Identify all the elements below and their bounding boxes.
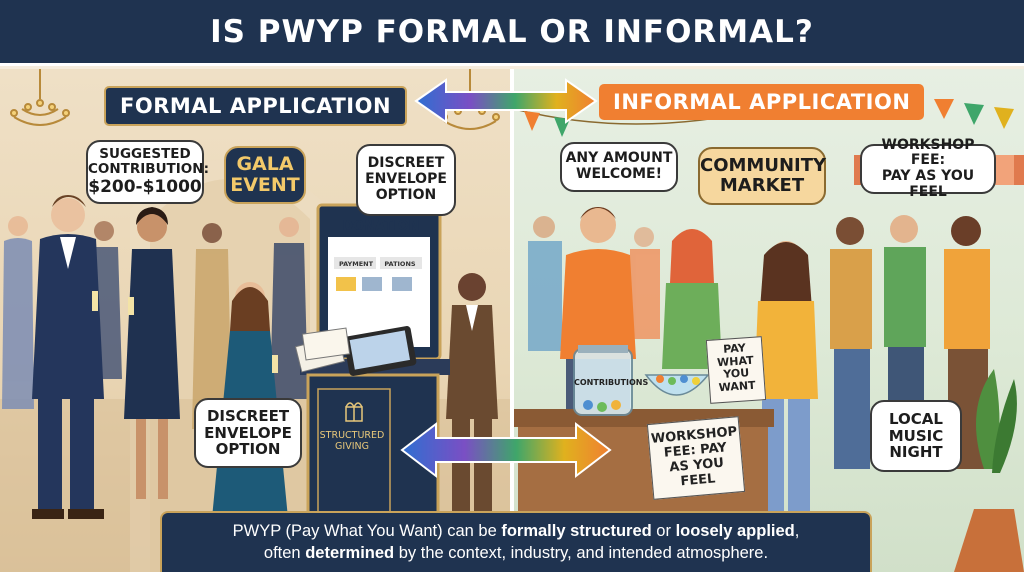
podium-line: GIVING	[335, 441, 369, 453]
bubble-line: OPTION	[215, 440, 281, 459]
contribution-jar-icon	[573, 345, 633, 416]
gala-guest-man	[32, 195, 104, 519]
formal-application-badge: FORMAL APPLICATION	[104, 86, 408, 126]
bubble-line: GALA	[236, 152, 294, 175]
bubble-line: WORKSHOP FEE:	[881, 136, 975, 169]
kiosk-payment-label: PAYMENT	[338, 260, 374, 268]
bubble-line: OPTION	[375, 186, 437, 203]
summary-caption: PWYP (Pay What You Want) can be formally…	[160, 511, 872, 572]
market-person-man-tan	[830, 217, 872, 469]
gala-guest-woman	[124, 207, 180, 499]
caption-text: by the context, industry, and intended a…	[394, 543, 769, 562]
page-title: IS PWYP FORMAL OR INFORMAL?	[210, 13, 814, 50]
bubble-line: MARKET	[719, 175, 805, 196]
sign-line: WANT	[718, 378, 756, 395]
discreet-envelope-bubble-bottom: DISCREET ENVELOPE OPTION	[194, 398, 302, 468]
structured-giving-label: STRUCTURED GIVING	[316, 430, 388, 453]
bubble-line: MUSIC	[888, 426, 944, 445]
gala-event-bubble: GALA EVENT	[224, 146, 306, 204]
caption-line-1: PWYP (Pay What You Want) can be formally…	[162, 521, 870, 542]
caption-emphasis: formally structured	[501, 522, 652, 541]
caption-line-2: often determined by the context, industr…	[162, 543, 870, 564]
contribution-amount: $200-$1000	[88, 176, 202, 197]
caption-text: often	[263, 543, 306, 562]
gift-icon	[345, 402, 363, 422]
bubble-line: NIGHT	[889, 443, 943, 462]
any-amount-bubble: ANY AMOUNT WELCOME!	[560, 142, 678, 192]
contributions-jar-label: CONTRIBUTIONS	[574, 378, 649, 387]
bubble-line: PAY AS YOU FEEL	[881, 168, 975, 200]
bubble-line: ENVELOPE	[204, 423, 292, 442]
pay-what-you-want-sign: PAY WHAT YOU WANT	[705, 336, 767, 404]
caption-text: or	[651, 522, 676, 541]
kiosk-donation-header: DONATION	[342, 219, 420, 234]
title-bar: IS PWYP FORMAL OR INFORMAL?	[0, 0, 1024, 66]
caption-text: PWYP (Pay What You Want) can be	[232, 522, 502, 541]
workshop-fee-bubble: WORKSHOP FEE: PAY AS YOU FEEL	[860, 137, 996, 200]
bubble-line: COMMUNITY	[700, 154, 827, 176]
suggested-contribution-bubble: SUGGESTED CONTRIBUTION: $200-$1000	[86, 140, 209, 204]
panel-divider	[510, 69, 514, 572]
bubble-line: LOCAL	[889, 409, 943, 428]
caption-emphasis: determined	[305, 543, 395, 562]
bubble-line: ANY AMOUNT	[565, 150, 673, 167]
bubble-line: DISCREET	[367, 155, 445, 172]
informal-application-badge: INFORMAL APPLICATION	[599, 84, 925, 120]
podium-line: STRUCTURED	[319, 430, 385, 441]
bubble-line: WELCOME!	[576, 166, 662, 182]
community-market-bubble: COMMUNITY MARKET	[698, 147, 826, 205]
plant-icon	[954, 369, 1024, 572]
caption-text: ,	[794, 522, 800, 541]
bubble-line: SUGGESTED	[99, 146, 191, 163]
bubble-line: ENVELOPE	[365, 171, 447, 188]
bubble-line: CONTRIBUTION:	[88, 161, 209, 178]
informal-panel: INFORMAL APPLICATION ANY AMOUNT WELCOME!…	[514, 69, 1024, 572]
bubble-line: EVENT	[230, 174, 300, 196]
workshop-fee-sign: WORKSHOP FEE: PAY AS YOU FEEL	[646, 416, 746, 500]
chandelier-icon	[10, 69, 70, 126]
kiosk-pations-label: PATIONS	[384, 260, 416, 268]
caption-emphasis: loosely applied	[675, 522, 795, 541]
formal-panel: FORMAL APPLICATION SUGGESTED CONTRIBUTIO…	[0, 69, 510, 572]
discreet-envelope-bubble-top: DISCREET ENVELOPE OPTION	[356, 144, 456, 216]
bubble-line: DISCREET	[206, 406, 290, 425]
local-music-night-bubble: LOCAL MUSIC NIGHT	[870, 400, 962, 472]
